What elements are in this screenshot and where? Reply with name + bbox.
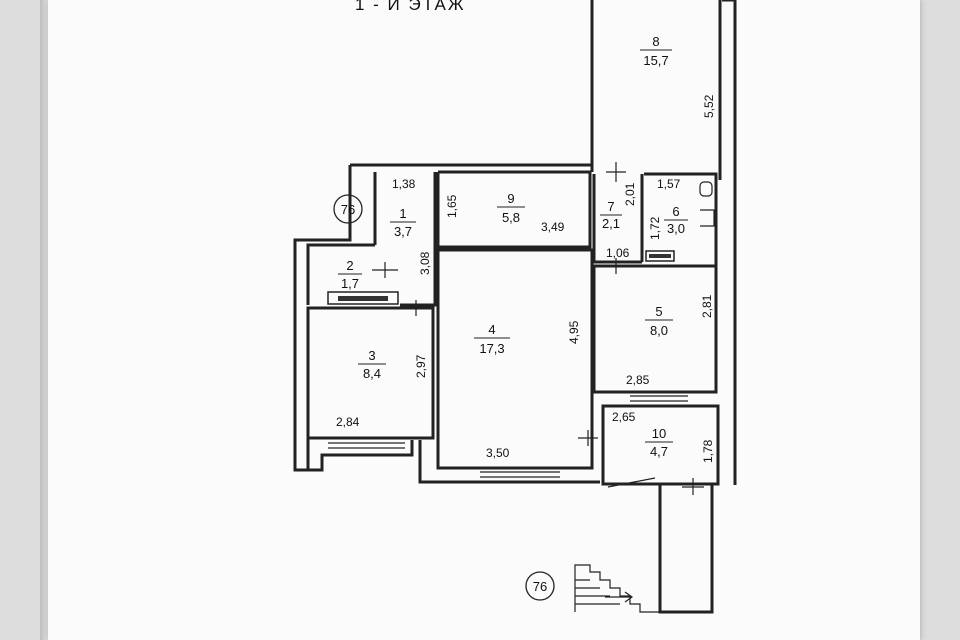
tick-room-5 — [606, 258, 626, 274]
dim-room-1-height: 3,08 — [418, 251, 432, 275]
tick-room-4 — [578, 430, 598, 446]
room-5-number: 5 — [655, 304, 662, 319]
dim-room-9-height: 1,65 — [445, 194, 459, 218]
dim-room-6-height: 1,72 — [648, 216, 662, 240]
dim-room-3-width: 2,84 — [336, 415, 360, 429]
marker-label-bottom: 76 — [533, 579, 547, 594]
upper-corridor-wall — [350, 163, 594, 172]
dim-room-3-height: 2,97 — [414, 354, 428, 378]
room-3-bay — [306, 438, 414, 472]
dim-room-5-width: 2,85 — [626, 373, 650, 387]
room-3-walls — [306, 306, 435, 440]
room-7-number: 7 — [607, 199, 614, 214]
room-6-number: 6 — [672, 204, 679, 219]
bottom-perimeter — [418, 440, 600, 484]
room-6-7-walls — [592, 172, 718, 266]
room-7-area: 2,1 — [602, 216, 620, 231]
tick-room-3 — [404, 300, 428, 316]
room-4-number: 4 — [488, 322, 495, 337]
room-9-walls — [436, 170, 592, 249]
dim-room-9-width: 3,49 — [541, 220, 565, 234]
door-ticks — [372, 162, 704, 495]
dim-room-7-height: 2,01 — [623, 182, 637, 206]
dim-room-10-height: 1,78 — [701, 439, 715, 463]
walls — [293, 0, 737, 614]
window-room-4 — [480, 471, 560, 478]
room-2-area: 1,7 — [341, 276, 359, 291]
tick-room-10 — [682, 478, 704, 495]
room-1-right-wall — [400, 172, 437, 307]
dim-room-6-width: 1,57 — [657, 177, 681, 191]
room-4-walls — [436, 248, 594, 470]
tick-room-7 — [606, 162, 626, 182]
room-1-area: 3,7 — [394, 224, 412, 239]
room-6-area: 3,0 — [667, 221, 685, 236]
tick-room-2 — [372, 262, 398, 278]
room-4-area: 17,3 — [479, 341, 504, 356]
marker-label-top: 76 — [341, 202, 355, 217]
room-10-walls — [601, 404, 720, 486]
dim-room-10-width: 2,65 — [612, 410, 636, 424]
room-2-number: 2 — [346, 258, 353, 273]
windows — [327, 250, 688, 488]
dim-room-4-width: 3,50 — [486, 446, 510, 460]
stair-arrow-icon — [605, 591, 634, 603]
marker-circle-top — [333, 194, 363, 224]
room-8-walls — [590, 0, 737, 485]
stair-wing-walls — [658, 484, 714, 614]
room-8-area: 15,7 — [643, 53, 668, 68]
room-10-number: 10 — [652, 426, 666, 441]
radiator-room-2-grill — [338, 296, 388, 301]
staircase — [574, 564, 660, 613]
window-room-3 — [328, 442, 405, 449]
room-3-number: 3 — [368, 348, 375, 363]
room-5-walls — [592, 264, 718, 394]
room-9-number: 9 — [507, 191, 514, 206]
stair-steps — [574, 564, 660, 613]
radiator-room-6-grill — [649, 254, 671, 258]
room-8-number: 8 — [652, 34, 659, 49]
room-5-area: 8,0 — [650, 323, 668, 338]
fixtures — [699, 181, 715, 227]
dim-room-1-width: 1,38 — [392, 177, 416, 191]
radiator-room-2 — [327, 291, 399, 305]
door-room-10 — [607, 477, 656, 488]
room-10-area: 4,7 — [650, 444, 668, 459]
dimension-labels: 1,38 3,08 1,65 3,49 2,01 1,06 1,57 1,72 … — [336, 94, 716, 463]
room-3-area: 8,4 — [363, 366, 381, 381]
stair-treads — [575, 579, 620, 605]
floor-plan-sheet — [48, 0, 920, 640]
dim-room-4-height: 4,95 — [567, 320, 581, 344]
window-room-5 — [630, 395, 688, 402]
dim-room-8-height: 5,52 — [702, 94, 716, 118]
left-outer-wall — [293, 165, 352, 472]
toilet-icon — [699, 181, 713, 197]
page-edge-shadow — [40, 0, 50, 640]
room-9-area: 5,8 — [502, 210, 520, 225]
sink-icon — [700, 209, 715, 227]
dim-room-5-height: 2,81 — [700, 294, 714, 318]
marker-circle-bottom — [525, 571, 555, 601]
room-labels: 1 3,7 2 1,7 3 8,4 4 17,3 5 8,0 6 3,0 7 2… — [338, 34, 688, 459]
dim-room-7-width: 1,06 — [606, 246, 630, 260]
radiator-room-6 — [645, 250, 675, 262]
room-1-number: 1 — [399, 206, 406, 221]
room-1-room-2-wall — [306, 172, 377, 305]
floor-title: 1 - Й ЭТАЖ — [355, 0, 466, 14]
